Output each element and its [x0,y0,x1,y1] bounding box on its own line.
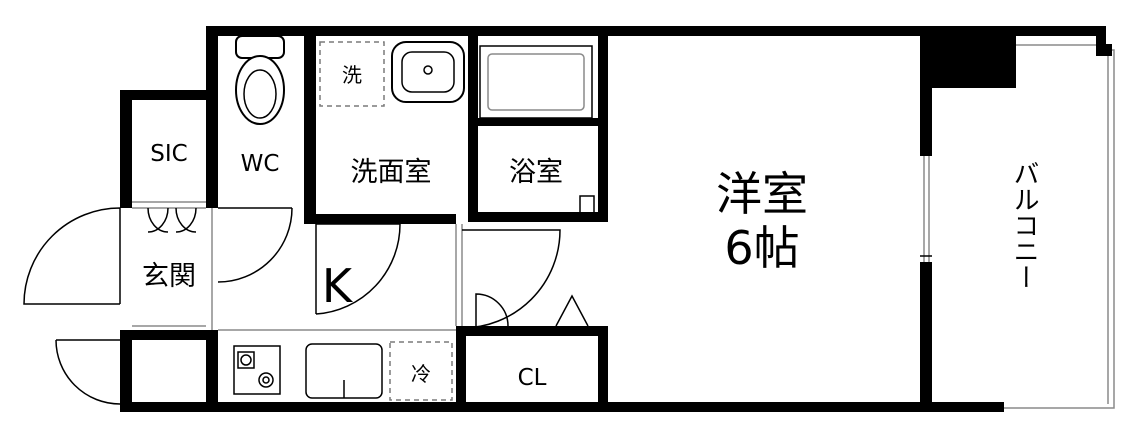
washbasin-icon [391,41,465,103]
stove-icon [233,345,281,395]
sliding-window [920,156,932,262]
sink-icon [305,343,383,399]
washer-space [319,41,385,107]
bathroom-door-swing [461,229,561,329]
labels: SIC WC 洗 洗面室 浴室 洋室 6帖 バルコニー 玄関 K 冷 CL [142,63,1039,391]
fridge-space [389,341,453,401]
closet-door-left [475,293,509,327]
sic-label: SIC [150,141,187,167]
washroom-label: 洗面室 [351,157,432,188]
bathroom-drain [579,195,595,219]
closet-label: CL [518,365,547,391]
closet-door-right [555,294,589,327]
fixtures [233,35,932,401]
entrance-secondary-door [55,339,121,405]
fridge-space-label: 冷 [411,362,431,386]
kitchen-label: K [322,259,354,313]
bathtub-icon [479,45,593,119]
wc-door-swing [217,207,293,283]
balcony-label: バルコニー [1009,160,1039,290]
washroom-door-swing [315,223,401,315]
wc-label: WC [241,151,280,177]
bathroom-label: 浴室 [509,157,563,188]
toilet-icon [235,35,285,125]
sic-folding-door [147,207,197,233]
western-room-label: 洋室 [716,167,808,221]
western-room-size: 6帖 [724,221,799,275]
entrance-door-swing [23,207,121,305]
doors [23,207,589,405]
washer-space-label: 洗 [342,63,362,87]
walls [120,26,1112,412]
entrance-label: 玄関 [142,261,196,292]
partitions [132,201,463,331]
